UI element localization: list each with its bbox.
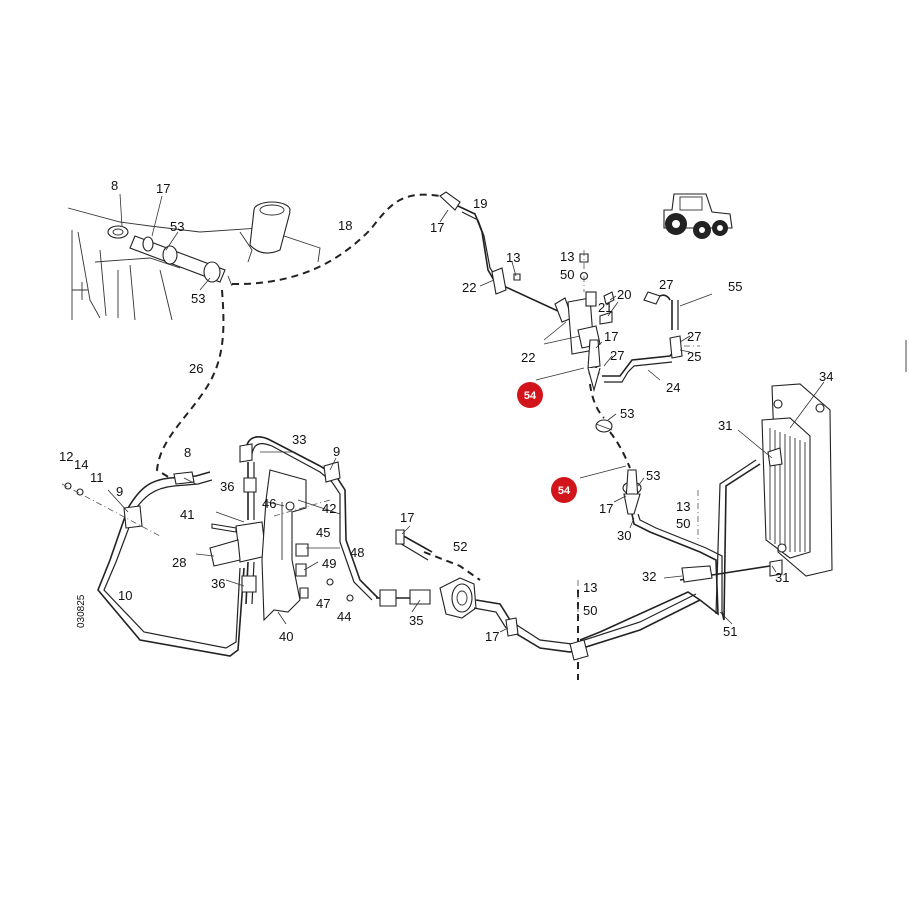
callout-20: 20 <box>617 287 631 302</box>
callout-30: 30 <box>617 528 631 543</box>
callout-17: 17 <box>400 510 414 525</box>
callout-55: 55 <box>728 279 742 294</box>
callout-21: 21 <box>598 300 612 315</box>
callout-52: 52 <box>453 539 467 554</box>
callout-34: 34 <box>819 369 833 384</box>
reservoir-assembly <box>67 201 321 321</box>
callout-36: 36 <box>211 576 225 591</box>
dashed-hose-lines <box>155 193 631 680</box>
callout-25: 25 <box>687 349 701 364</box>
callout-31: 31 <box>718 418 732 433</box>
leader-lines <box>107 193 825 633</box>
callout-27: 27 <box>687 329 701 344</box>
callout-28: 28 <box>172 555 186 570</box>
callout-31: 31 <box>775 570 789 585</box>
callout-17: 17 <box>156 181 170 196</box>
callout-19: 19 <box>473 196 487 211</box>
callout-46: 46 <box>262 496 276 511</box>
callout-10: 10 <box>118 588 132 603</box>
callout-24: 24 <box>666 380 680 395</box>
hose-clips <box>595 419 642 515</box>
highlight-badge-54[interactable]: 54 <box>551 477 577 503</box>
callout-8: 8 <box>111 178 118 193</box>
pipe-33-bracket-40 <box>209 436 379 622</box>
callout-44: 44 <box>337 609 351 624</box>
callout-8: 8 <box>184 445 191 460</box>
highlight-label: 54 <box>524 390 537 402</box>
callout-17: 17 <box>599 501 613 516</box>
callout-27: 27 <box>659 277 673 292</box>
callout-47: 47 <box>316 596 330 611</box>
callout-50: 50 <box>583 603 597 618</box>
drawing-number: 030825 <box>76 594 87 628</box>
callout-53: 53 <box>620 406 634 421</box>
callout-13: 13 <box>583 580 597 595</box>
callout-9: 9 <box>333 444 340 459</box>
callout-17: 17 <box>430 220 444 235</box>
callout-17: 17 <box>485 629 499 644</box>
callout-48: 48 <box>350 545 364 560</box>
callout-labels: 8 17 53 53 18 26 19 17 22 13 13 50 20 21… <box>59 178 833 644</box>
callout-53: 53 <box>170 219 184 234</box>
pump-and-hose-52 <box>376 529 519 637</box>
pipe-10 <box>61 471 245 657</box>
callout-45: 45 <box>316 525 330 540</box>
callout-27: 27 <box>610 348 624 363</box>
callout-50: 50 <box>560 267 574 282</box>
callout-49: 49 <box>322 556 336 571</box>
callout-22: 22 <box>462 280 476 295</box>
callout-53: 53 <box>646 468 660 483</box>
callout-12: 12 <box>59 449 73 464</box>
highlighted-part-54: 54 54 <box>517 382 577 503</box>
callout-18: 18 <box>338 218 352 233</box>
callout-14: 14 <box>74 457 88 472</box>
callout-9: 9 <box>116 484 123 499</box>
callout-40: 40 <box>279 629 293 644</box>
callout-33: 33 <box>292 432 306 447</box>
callout-41: 41 <box>180 507 194 522</box>
callout-32: 32 <box>642 569 656 584</box>
callout-13: 13 <box>676 499 690 514</box>
highlight-label: 54 <box>558 485 571 497</box>
callout-13: 13 <box>560 249 574 264</box>
callout-22: 22 <box>521 350 535 365</box>
callout-17: 17 <box>604 329 618 344</box>
tractor-icon <box>663 193 733 239</box>
callout-51: 51 <box>723 624 737 639</box>
pipe-19-assembly <box>439 191 713 393</box>
oil-cooler <box>761 383 833 577</box>
callout-26: 26 <box>189 361 203 376</box>
callout-53: 53 <box>191 291 205 306</box>
callout-13: 13 <box>506 250 520 265</box>
callout-42: 42 <box>322 501 336 516</box>
callout-50: 50 <box>676 516 690 531</box>
callout-11: 11 <box>90 470 104 485</box>
callout-35: 35 <box>409 613 423 628</box>
callout-36: 36 <box>220 479 234 494</box>
pipe-30-51 <box>509 459 771 661</box>
highlight-badge-54[interactable]: 54 <box>517 382 543 408</box>
